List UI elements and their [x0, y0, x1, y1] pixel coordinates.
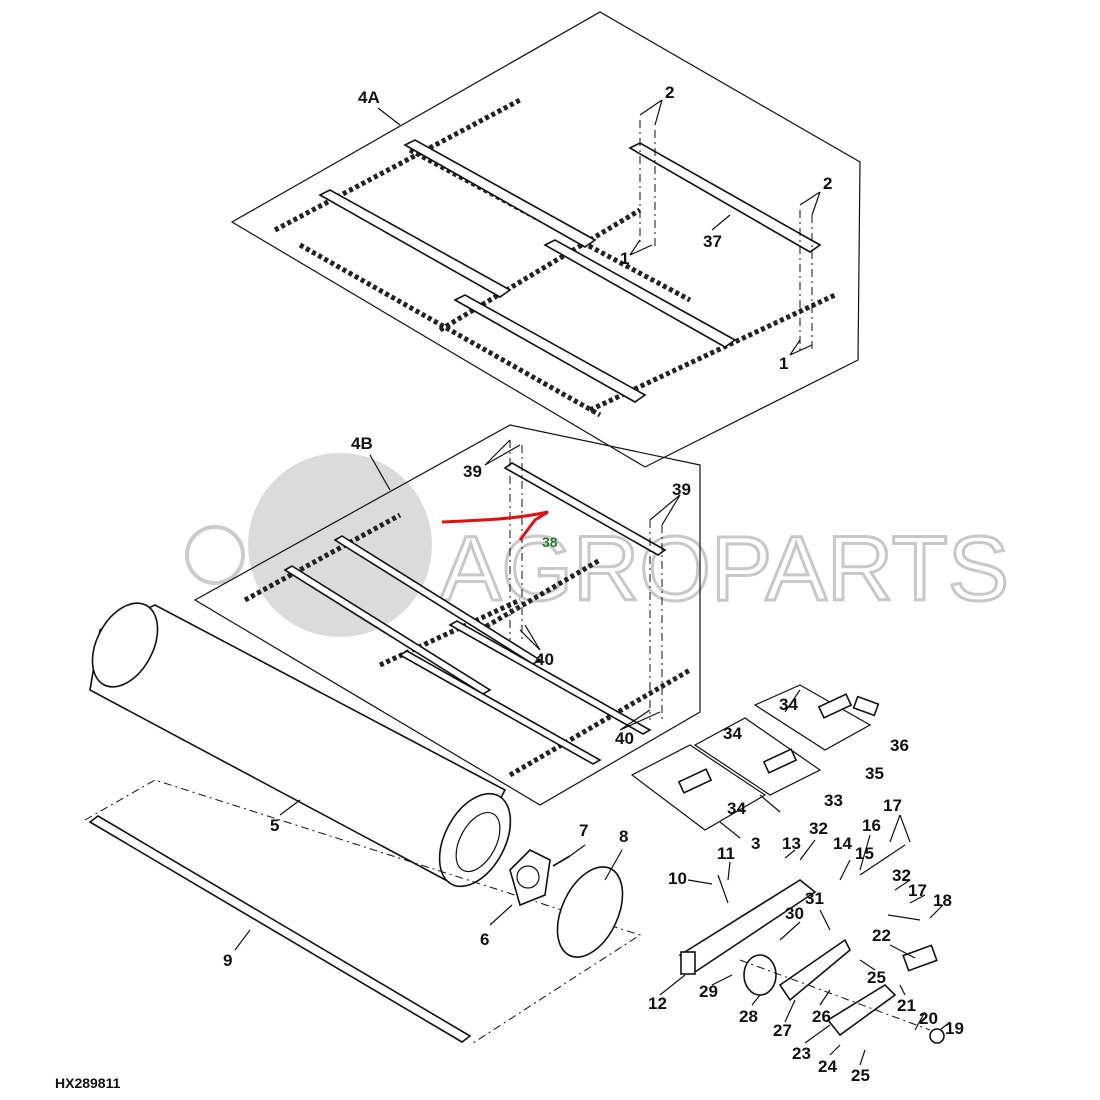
bolt: [552, 855, 571, 867]
callout: 25: [867, 968, 886, 987]
watermark-text: AGROPARTS: [440, 518, 1009, 620]
callout: 16: [862, 816, 881, 835]
diagram-id: HX289811: [55, 1075, 121, 1091]
callout: 18: [933, 891, 952, 910]
callout: 36: [890, 736, 909, 755]
callout: 22: [872, 926, 891, 945]
callout: 33: [824, 791, 843, 810]
callout: 3: [751, 834, 760, 853]
callout: 34: [727, 799, 746, 818]
roller-drum: [89, 602, 512, 888]
callout: 12: [648, 994, 667, 1013]
callout: 11: [717, 844, 735, 863]
bearing-flange: [509, 849, 551, 907]
callout: 9: [223, 951, 232, 970]
callout: 40: [535, 650, 554, 669]
callout: 30: [785, 904, 804, 923]
callout: 34: [779, 695, 798, 714]
red-annotation-arrow: [441, 510, 549, 541]
callout: 4A: [358, 88, 380, 107]
link-kits: [630, 684, 880, 831]
callout: 29: [699, 982, 718, 1001]
callout: 1: [620, 249, 629, 268]
disc: [556, 866, 624, 958]
callout: 34: [723, 724, 742, 743]
callout: 17: [908, 881, 927, 900]
callout: 5: [270, 816, 279, 835]
callout: 31: [805, 889, 824, 908]
callout: 4B: [351, 434, 373, 453]
callout: 10: [668, 869, 687, 888]
assembly-4a: [230, 11, 861, 468]
callout: 23: [792, 1044, 811, 1063]
callout: 6: [480, 930, 489, 949]
callout: 26: [812, 1007, 831, 1026]
callout: 19: [945, 1019, 964, 1038]
callout: 39: [463, 462, 482, 481]
callout: 37: [703, 232, 722, 251]
callout: 39: [672, 480, 691, 499]
leader-lines: [234, 99, 951, 1066]
callout: 25: [851, 1066, 870, 1085]
assembly-4b: [193, 424, 701, 806]
callout: 2: [665, 83, 674, 102]
callout-labels: 4A 2 2 37 1 1 4B 39 39 38 40 40 34 36 35…: [223, 83, 964, 1085]
callout: 8: [619, 827, 628, 846]
callout: 2: [823, 174, 832, 193]
callout: 40: [615, 729, 634, 748]
callout: 17: [883, 796, 902, 815]
callout: 21: [897, 996, 916, 1015]
callout: 24: [818, 1057, 837, 1076]
callout: 32: [892, 866, 911, 885]
tensioner-assembly: [678, 844, 945, 1044]
callout: 35: [865, 764, 884, 783]
watermark-logo: AGROPARTS: [185, 453, 1011, 637]
callout: 7: [579, 821, 588, 840]
callout: 28: [739, 1007, 758, 1026]
callout: 13: [782, 834, 801, 853]
callout: 27: [773, 1021, 792, 1040]
callout: 38: [542, 534, 558, 550]
callout: 1: [779, 354, 788, 373]
callout: 14: [833, 834, 852, 853]
shaft: [88, 815, 472, 1043]
callout: 32: [809, 819, 828, 838]
